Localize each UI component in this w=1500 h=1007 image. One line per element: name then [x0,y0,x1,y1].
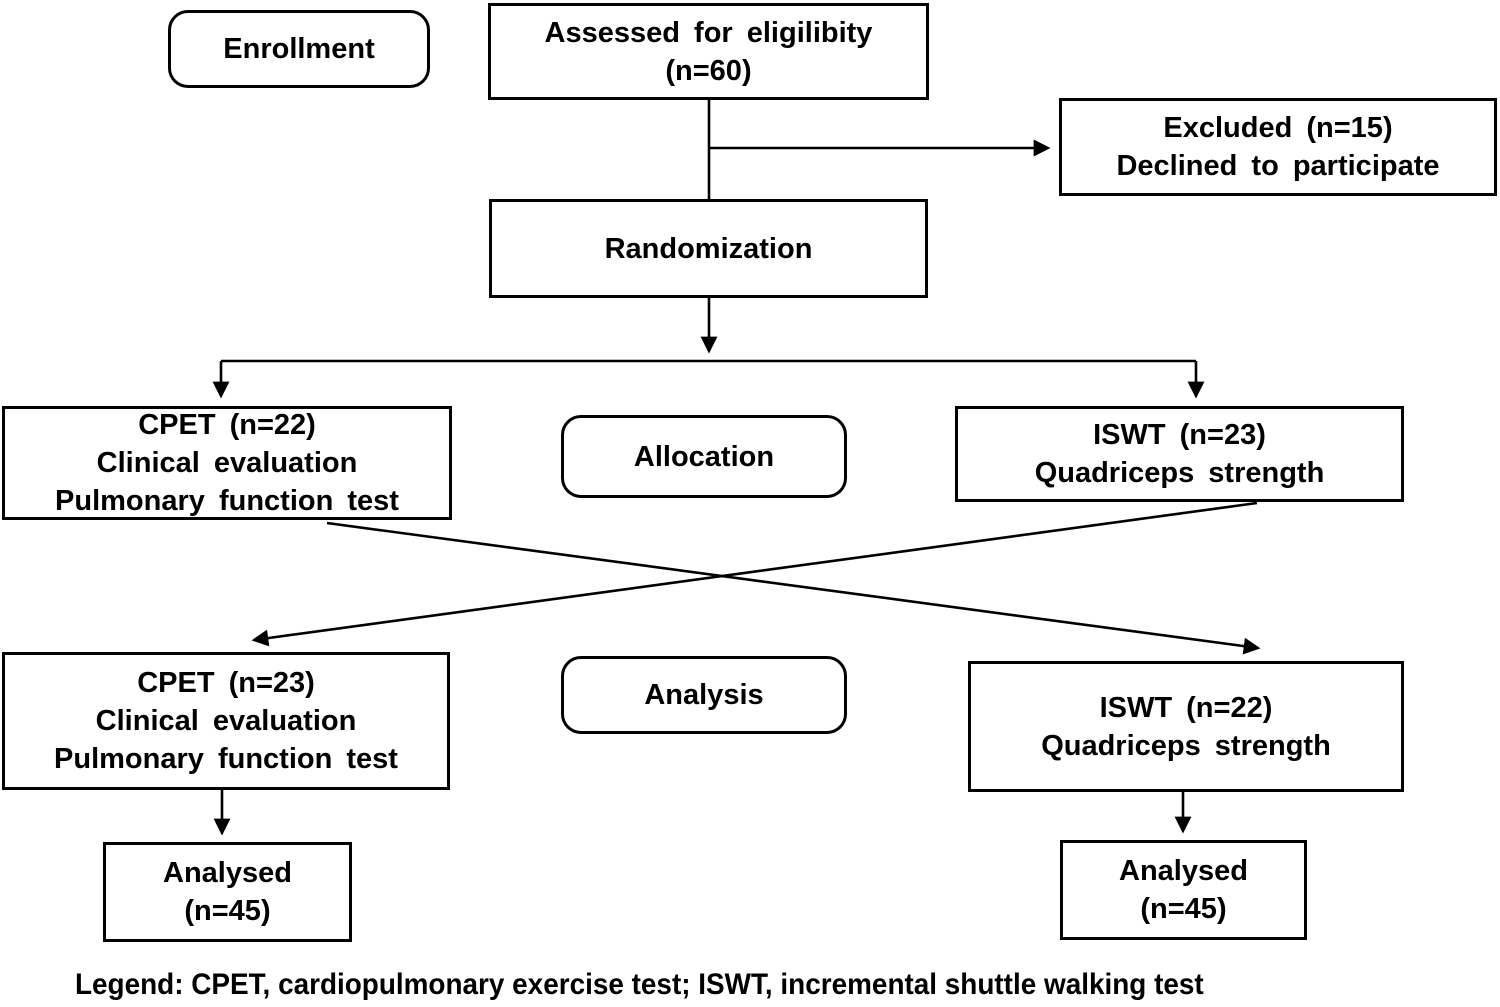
analysis-stage-label: Analysis [644,679,764,711]
randomization-box: Randomization [489,199,928,298]
assessed-line-1: Assessed for eligilibity [544,16,873,49]
analysed-right-box: Analysed (n=45) [1060,840,1307,940]
analysed-left-line-2: (n=45) [184,895,271,927]
cpet-allocation-box: CPET (n=22) Clinical evaluation Pulmonar… [2,406,452,520]
assessed-for-eligibility-box: Assessed for eligilibity (n=60) [488,3,929,100]
iswt-allocation-line-2: Quadriceps strength [1034,457,1325,489]
cpet-allocation-line-3: Pulmonary function test [55,485,399,517]
cpet-analysis-line-3: Pulmonary function test [54,743,398,775]
cpet-allocation-line-1: CPET (n=22) [138,409,316,441]
cpet-analysis-line-2: Clinical evaluation [95,705,357,737]
arrow-iswt-allocation-to-cpet-analysis [251,501,1258,647]
analysed-left-box: Analysed (n=45) [103,842,352,942]
iswt-analysis-line-1: ISWT (n=22) [1099,691,1273,724]
analysis-stage-box: Analysis [561,656,847,734]
analysed-right-line-2: (n=45) [1140,893,1227,925]
excluded-box: Excluded (n=15) Declined to participate [1059,98,1497,196]
excluded-line-1: Excluded (n=15) [1163,112,1393,144]
enrollment-stage-box: Enrollment [168,10,430,88]
analysed-left-line-1: Analysed [163,857,292,889]
assessed-line-2: (n=60) [665,54,752,87]
iswt-analysis-box: ISWT (n=22) Quadriceps strength [968,661,1404,792]
allocation-stage-box: Allocation [561,415,847,498]
iswt-allocation-line-1: ISWT (n=23) [1093,419,1266,451]
cpet-analysis-box: CPET (n=23) Clinical evaluation Pulmonar… [2,652,450,790]
randomization-label: Randomization [604,232,813,265]
cpet-analysis-line-1: CPET (n=23) [137,667,315,699]
analysed-right-line-1: Analysed [1119,855,1248,887]
excluded-line-2: Declined to participate [1116,150,1440,182]
cpet-allocation-line-2: Clinical evaluation [96,447,358,479]
arrow-cpet-allocation-to-iswt-analysis [326,521,1261,655]
figure-legend: Legend: CPET, cardiopulmonary exercise t… [75,968,1204,1001]
iswt-allocation-box: ISWT (n=23) Quadriceps strength [955,406,1404,502]
enrollment-stage-label: Enrollment [223,33,375,65]
iswt-analysis-line-2: Quadriceps strength [1041,729,1331,762]
allocation-stage-label: Allocation [633,440,775,473]
